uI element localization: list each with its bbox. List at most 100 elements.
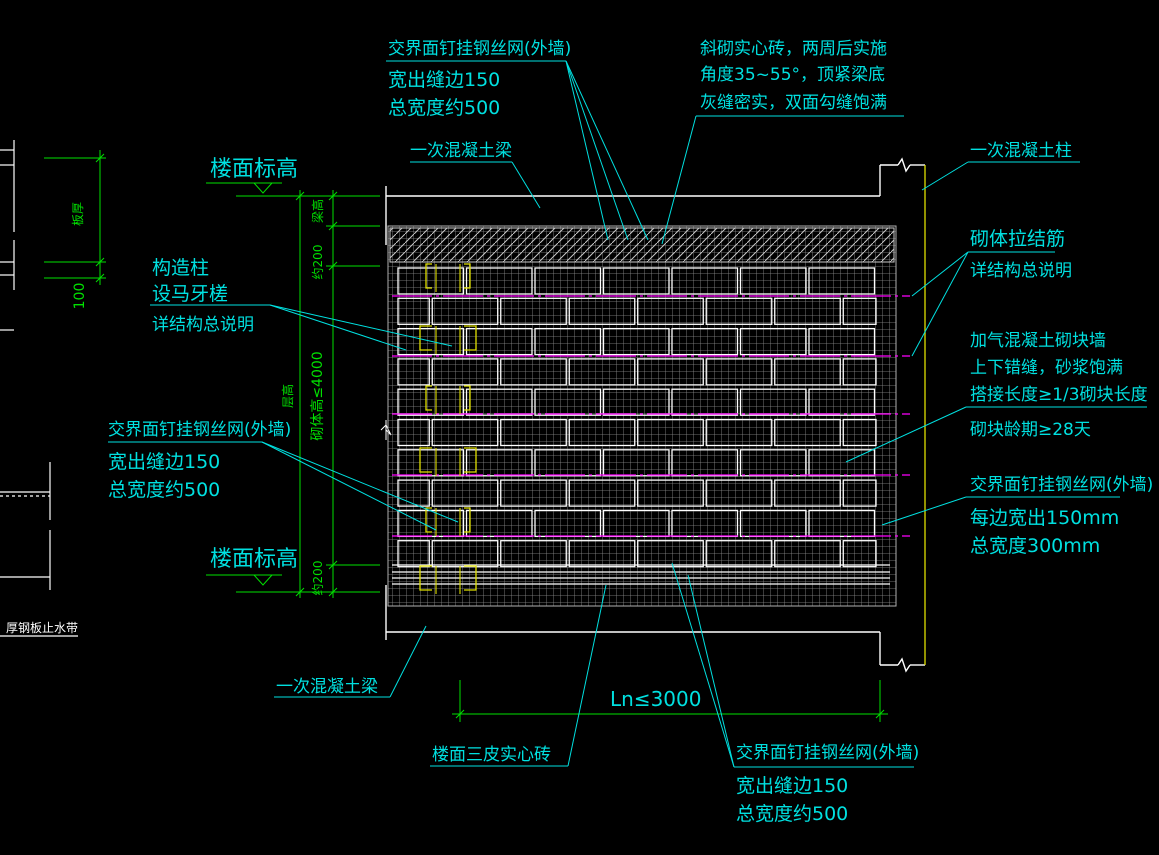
aac-block — [774, 358, 841, 386]
aac-block — [500, 479, 567, 507]
aac-block — [500, 358, 567, 386]
aac-block — [602, 388, 670, 416]
column-tooth-right — [464, 565, 477, 591]
mesh-bottom-line1: 宽出缝边150 — [736, 775, 848, 797]
aac-block — [671, 267, 739, 295]
column-tooth-left — [419, 325, 432, 351]
aac-block — [808, 327, 876, 356]
masonry-tie-bars — [392, 295, 910, 537]
aac-line4: 砌块龄期≥28天 — [970, 420, 1091, 440]
mesh-right-title: 交界面钉挂钢丝网(外墙) — [970, 475, 1153, 495]
mesh-bottom-title: 交界面钉挂钢丝网(外墙) — [736, 743, 919, 763]
aac-block — [534, 449, 602, 477]
aac-block — [500, 297, 567, 325]
column-tooth-right — [464, 447, 477, 473]
mesh-top-line2: 总宽度约500 — [388, 97, 500, 119]
wall-dimension-lines — [236, 190, 380, 598]
mesh-left-line2: 总宽度约500 — [108, 479, 220, 501]
column-tooth-right — [464, 385, 471, 411]
aac-block — [534, 267, 602, 295]
aac-block — [431, 418, 499, 447]
aac-block — [397, 479, 430, 507]
aac-block — [568, 358, 636, 386]
dim-200-top: 约200 — [310, 245, 325, 280]
column-tooth-right — [464, 325, 477, 351]
aac-block — [397, 540, 430, 568]
aac-block — [637, 358, 704, 386]
dim-beam-height: 梁高 — [310, 199, 325, 223]
aac-block — [568, 418, 636, 447]
aac-block — [397, 267, 465, 295]
diagonal-brick-note-1: 斜砌实心砖，两周后实施 — [700, 39, 887, 59]
floor-level-label-top: 楼面标高 — [210, 157, 298, 182]
column-tooth-left — [425, 385, 432, 411]
aac-block — [739, 449, 807, 477]
aac-block — [705, 540, 773, 568]
diagonal-solid-brick-course — [389, 227, 895, 263]
aac-block — [808, 449, 876, 477]
aac-block — [705, 418, 773, 447]
aac-block — [705, 358, 773, 386]
aac-block — [671, 327, 739, 356]
aac-block — [602, 267, 670, 295]
aac-block — [500, 540, 567, 568]
aac-line3: 搭接长度≥1/3砌块长度 — [970, 385, 1148, 405]
aac-block — [431, 297, 499, 325]
diagonal-brick-note-2: 角度35~55°，顶紧梁底 — [700, 65, 885, 85]
aac-block — [637, 540, 704, 568]
steel-mesh-area — [387, 225, 897, 607]
floor-level-marker-top — [206, 182, 282, 194]
left-dim-label: 板厚 — [71, 202, 85, 226]
aac-block — [774, 540, 841, 568]
solid-brick-courses — [392, 564, 890, 585]
aac-block — [842, 358, 877, 386]
aac-block — [465, 388, 533, 416]
structural-column-teeth — [419, 263, 477, 594]
aac-block — [568, 479, 636, 507]
column-tooth-right — [464, 263, 471, 289]
aac-block — [465, 449, 533, 477]
gz-line3: 详结构总说明 — [152, 315, 254, 335]
aac-block — [774, 479, 841, 507]
aac-block — [500, 418, 567, 447]
aac-block — [397, 327, 465, 356]
aac-block — [637, 297, 704, 325]
aac-block — [671, 449, 739, 477]
aac-block — [397, 388, 465, 416]
tie-bar-title: 砌体拉结筋 — [970, 228, 1065, 250]
span-dimension — [452, 680, 888, 722]
column-tooth-left — [425, 507, 432, 533]
diagonal-brick-note-3: 灰缝密实，双面勾缝饱满 — [700, 93, 887, 113]
aac-block — [808, 267, 876, 295]
column-tooth-left — [419, 565, 432, 591]
beam-bottom-label: 一次混凝土梁 — [276, 677, 378, 697]
aac-block-wall — [397, 267, 877, 568]
floor-level-marker-bottom — [206, 574, 282, 586]
left-dimension-lines — [44, 150, 106, 285]
aac-block — [808, 388, 876, 416]
column-label: 一次混凝土柱 — [970, 141, 1072, 161]
mesh-top-title: 交界面钉挂钢丝网(外墙) — [388, 39, 571, 59]
left-partial-detail — [0, 140, 51, 590]
column-tooth-right — [464, 507, 471, 533]
left-note: 厚钢板止水带 — [6, 621, 78, 635]
aac-line2: 上下错缝，砂浆饱满 — [970, 358, 1123, 378]
mesh-bottom-line2: 总宽度约500 — [736, 803, 848, 825]
aac-block — [705, 297, 773, 325]
leader-lines — [108, 60, 1147, 768]
aac-block — [568, 540, 636, 568]
aac-block — [739, 388, 807, 416]
dim-floor-height: 层高 — [280, 384, 295, 408]
aac-block — [705, 479, 773, 507]
aac-block — [774, 418, 841, 447]
aac-block — [397, 297, 430, 325]
aac-block — [431, 540, 499, 568]
aac-block — [431, 479, 499, 507]
mesh-left-title: 交界面钉挂钢丝网(外墙) — [108, 420, 291, 440]
aac-line1: 加气混凝土砌块墙 — [970, 331, 1106, 351]
aac-block — [465, 327, 533, 356]
span-label: Ln≤3000 — [610, 687, 701, 711]
aac-block — [739, 267, 807, 295]
mesh-top-line1: 宽出缝边150 — [388, 69, 500, 91]
column-tooth-left — [419, 447, 432, 473]
